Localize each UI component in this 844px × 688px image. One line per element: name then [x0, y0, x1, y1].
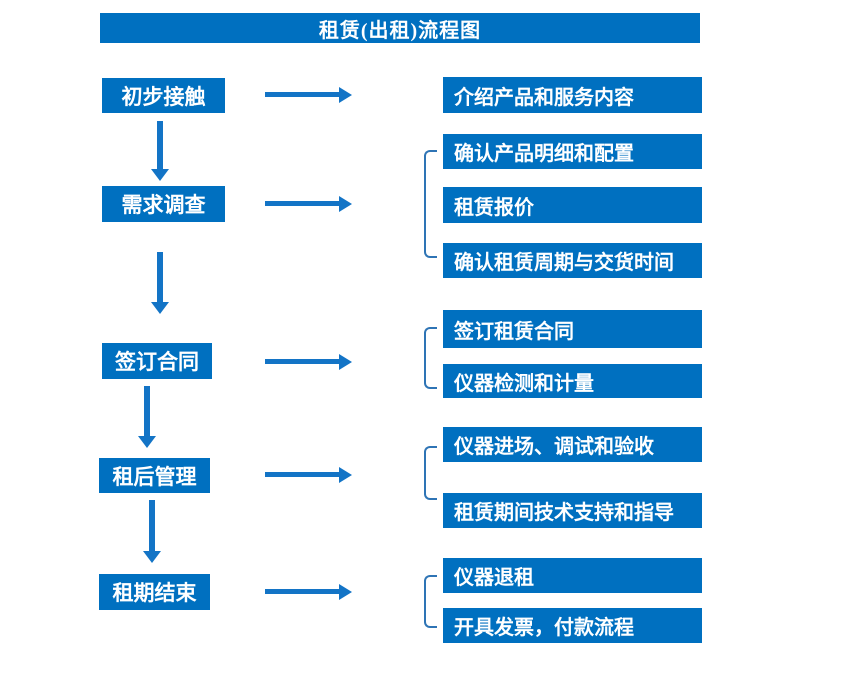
detail-box-technical-support: 租赁期间技术支持和指导: [443, 493, 702, 528]
detail-box-rental-quotation: 租赁报价: [443, 187, 702, 223]
detail-box-instrument-return: 仪器退租: [443, 558, 702, 593]
arrow-down-icon: [149, 500, 155, 551]
group-bracket: [424, 575, 437, 628]
detail-box-instrument-testing: 仪器检测和计量: [443, 364, 702, 398]
group-bracket: [424, 446, 437, 500]
detail-box-introduce-products: 介绍产品和服务内容: [443, 77, 702, 113]
step-box-rental-end: 租期结束: [99, 574, 210, 610]
detail-box-instrument-setup-acceptance: 仪器进场、调试和验收: [443, 427, 702, 462]
arrow-down-icon: [157, 252, 163, 302]
detail-box-confirm-period-delivery: 确认租赁周期与交货时间: [443, 243, 702, 278]
step-box-post-rental-management: 租后管理: [99, 458, 210, 493]
detail-box-sign-rental-contract: 签订租赁合同: [443, 310, 702, 348]
step-box-initial-contact: 初步接触: [102, 78, 225, 113]
group-bracket: [424, 150, 437, 258]
arrow-right-icon: [265, 589, 339, 594]
arrow-right-icon: [265, 472, 339, 477]
detail-box-confirm-product-config: 确认产品明细和配置: [443, 134, 702, 169]
arrow-right-icon: [265, 92, 339, 97]
group-bracket: [424, 327, 437, 389]
arrow-down-icon: [144, 386, 150, 436]
arrow-down-icon: [157, 121, 163, 169]
arrow-right-icon: [265, 201, 339, 206]
title-bar: 租赁(出租)流程图: [100, 13, 700, 43]
step-box-sign-contract: 签订合同: [102, 343, 212, 379]
step-box-demand-survey: 需求调查: [102, 186, 225, 222]
detail-box-invoice-payment: 开具发票，付款流程: [443, 608, 702, 643]
arrow-right-icon: [265, 359, 339, 364]
page-title: 租赁(出租)流程图: [318, 19, 482, 42]
